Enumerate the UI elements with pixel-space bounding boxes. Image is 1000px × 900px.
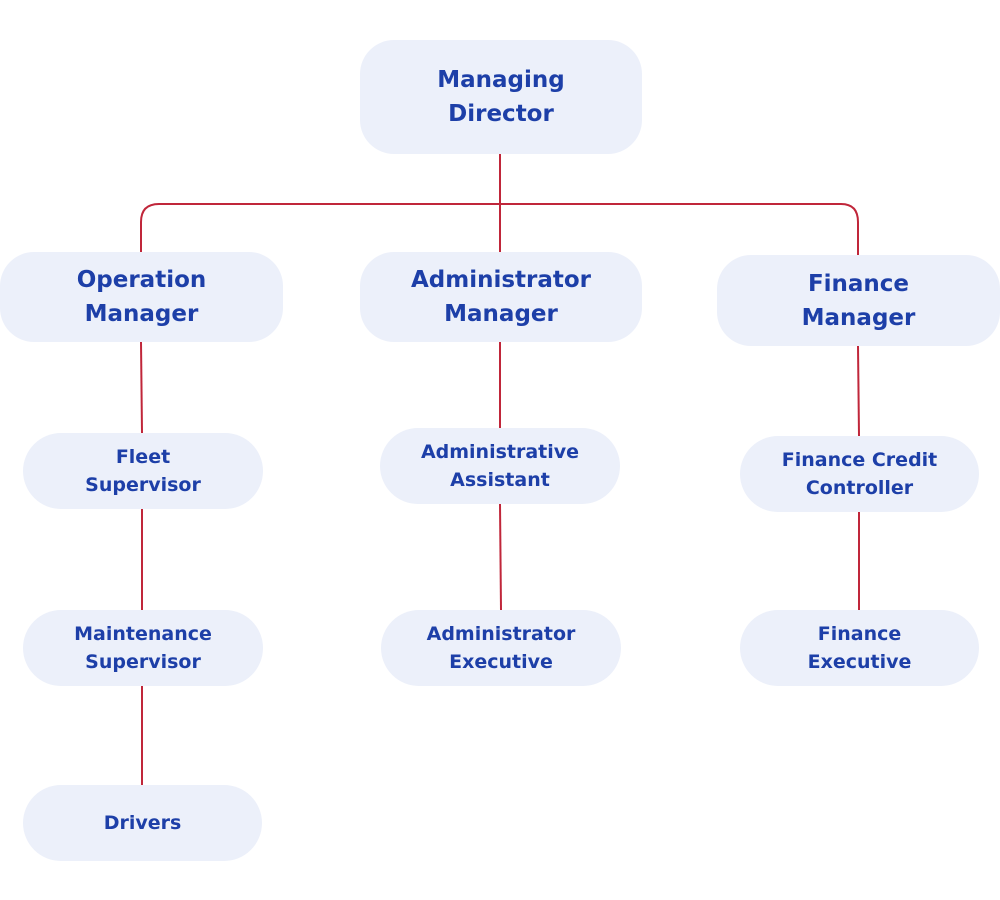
node-finance-executive: Finance Executive bbox=[740, 610, 979, 686]
node-label: Administrator Manager bbox=[410, 267, 592, 327]
node-label: Managing Director bbox=[437, 67, 565, 127]
node-label: Finance Executive bbox=[807, 623, 912, 673]
connector-finance-to-credit bbox=[857, 345, 860, 437]
node-finance-credit-controller: Finance Credit Controller bbox=[740, 436, 979, 512]
node-label: Drivers bbox=[103, 812, 182, 834]
node-fleet-supervisor: Fleet Supervisor bbox=[23, 433, 263, 509]
node-operation-manager: Operation Manager bbox=[0, 252, 283, 342]
node-label: Maintenance Supervisor bbox=[74, 623, 212, 673]
node-label: Administrator Executive bbox=[426, 623, 576, 673]
connector-ops-to-fleet bbox=[140, 341, 143, 434]
node-label: Finance Credit Controller bbox=[781, 449, 938, 499]
node-administrator-executive: Administrator Executive bbox=[381, 610, 621, 686]
node-finance-manager: Finance Manager bbox=[717, 255, 1000, 346]
connector-assistant-to-executive bbox=[499, 503, 502, 611]
node-label: Administrative Assistant bbox=[420, 441, 580, 491]
node-administrator-manager: Administrator Manager bbox=[360, 252, 642, 342]
node-administrative-assistant: Administrative Assistant bbox=[380, 428, 620, 504]
node-label: Operation Manager bbox=[76, 267, 207, 327]
node-label: Finance Manager bbox=[801, 270, 916, 331]
node-maintenance-supervisor: Maintenance Supervisor bbox=[23, 610, 263, 686]
node-drivers: Drivers bbox=[23, 785, 262, 861]
node-label: Fleet Supervisor bbox=[85, 446, 201, 496]
node-managing-director: Managing Director bbox=[360, 40, 642, 154]
